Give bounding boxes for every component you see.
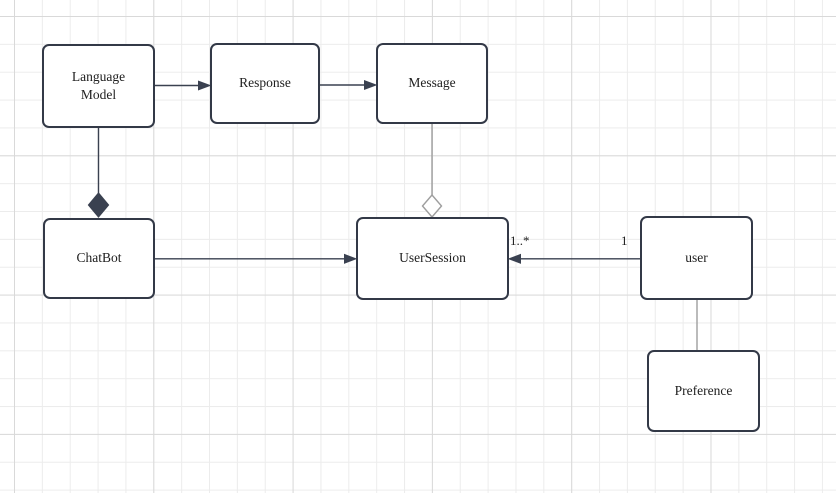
multiplicity-label-user-end[interactable]: 1 — [621, 233, 628, 248]
edge-response-to-message[interactable] — [320, 79, 378, 91]
edge-language-model-to-response[interactable] — [155, 80, 212, 91]
node-message[interactable]: Message — [376, 43, 488, 124]
node-label: Message — [408, 75, 456, 91]
node-chatbot[interactable]: ChatBot — [43, 218, 155, 299]
aggregation-diamond-icon — [421, 193, 443, 219]
node-label: UserSession — [399, 250, 466, 266]
arrowhead-icon — [507, 253, 521, 264]
multiplicity-label-usersession-end[interactable]: 1..* — [510, 233, 530, 248]
edge-message-to-usersession[interactable] — [421, 124, 443, 219]
node-label: user — [685, 249, 708, 265]
node-usersession[interactable]: UserSession — [356, 217, 509, 300]
node-label: Language Model — [71, 68, 126, 102]
node-user[interactable]: user — [640, 216, 753, 300]
node-response[interactable]: Response — [210, 43, 320, 124]
node-language-model[interactable]: Language Model — [42, 44, 155, 128]
edge-language-model-to-chatbot[interactable] — [87, 128, 110, 218]
node-preference[interactable]: Preference — [647, 350, 760, 432]
composition-diamond-icon — [87, 192, 110, 218]
edge-user-to-usersession[interactable] — [507, 253, 640, 264]
arrowhead-icon — [364, 79, 378, 91]
arrowhead-icon — [198, 80, 212, 91]
edge-chatbot-to-usersession[interactable] — [155, 253, 358, 264]
node-label: Response — [239, 75, 291, 91]
node-label: Preference — [674, 382, 733, 398]
arrowhead-icon — [344, 253, 358, 264]
node-label: ChatBot — [76, 250, 122, 266]
